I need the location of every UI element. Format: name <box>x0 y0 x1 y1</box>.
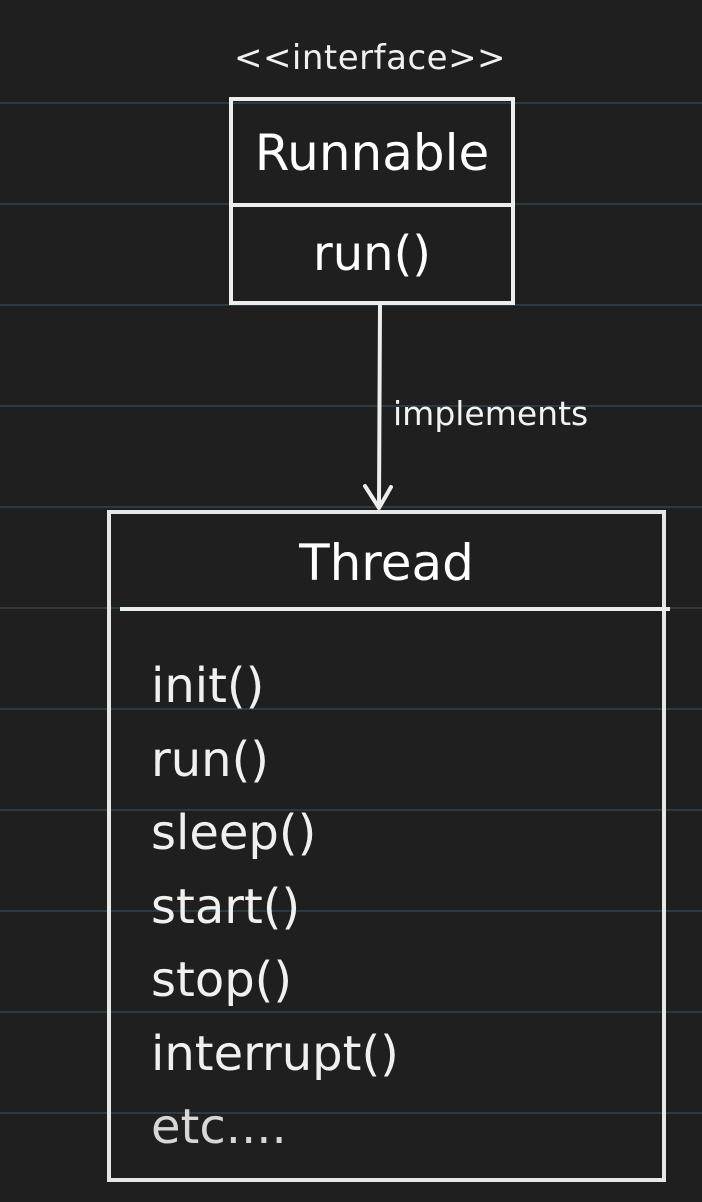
arrow-line <box>377 304 382 506</box>
thread-method-run: run() <box>151 731 270 788</box>
thread-method-interrupt: interrupt() <box>151 1025 399 1082</box>
thread-method-etc: etc.... <box>151 1099 287 1155</box>
arrow-head-icon <box>363 484 393 510</box>
runnable-method-run: run() <box>312 226 432 282</box>
implements-arrow <box>363 304 393 510</box>
thread-divider <box>120 607 670 611</box>
interface-stereotype-label: <<interface>> <box>233 38 507 78</box>
thread-method-start: start() <box>151 878 301 935</box>
thread-name: Thread <box>299 534 474 592</box>
runnable-interface-box: Runnable run() <box>229 97 515 305</box>
thread-method-sleep: sleep() <box>151 805 317 861</box>
thread-class-box: Thread <box>107 510 666 1182</box>
implements-label: implements <box>393 394 589 433</box>
runnable-divider <box>233 203 511 207</box>
thread-method-stop: stop() <box>151 952 293 1008</box>
thread-method-init: init() <box>151 658 265 714</box>
runnable-name: Runnable <box>254 124 490 182</box>
thread-method-list: init() run() sleep() start() stop() inte… <box>151 650 399 1165</box>
